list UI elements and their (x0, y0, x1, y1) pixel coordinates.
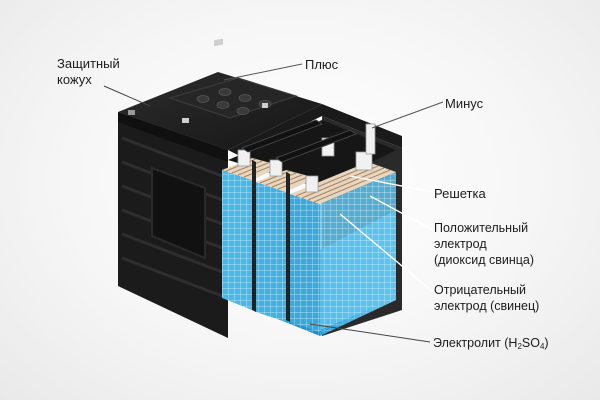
electrolyte-prefix: Электролит (H (433, 336, 518, 350)
terminal-posts (237, 123, 376, 193)
plate-stack-1 (222, 158, 282, 310)
label-positive-electrode: Положительный электрод (диоксид свинца) (434, 221, 535, 267)
electrolyte-suffix: ) (544, 336, 549, 350)
label-plus: Плюс (305, 57, 339, 72)
plate-stack-2 (256, 170, 316, 322)
leader-lines (103, 63, 444, 343)
label-grid: Решетка (434, 186, 486, 201)
label-casing: Защитный кожух (57, 56, 120, 87)
electrolyte-so: SO (521, 336, 540, 350)
plate-stack-3 (290, 162, 396, 332)
electrolyte-sub-2: 2 (517, 342, 522, 351)
cell-cutaway (222, 119, 396, 336)
label-electrolyte: Электролит (H2SO4) (433, 335, 549, 355)
label-minus: Минус (445, 96, 484, 111)
electrolyte-sub-4: 4 (539, 342, 545, 351)
label-negative-electrode: Отрицательный электрод (свинец) (434, 283, 540, 313)
